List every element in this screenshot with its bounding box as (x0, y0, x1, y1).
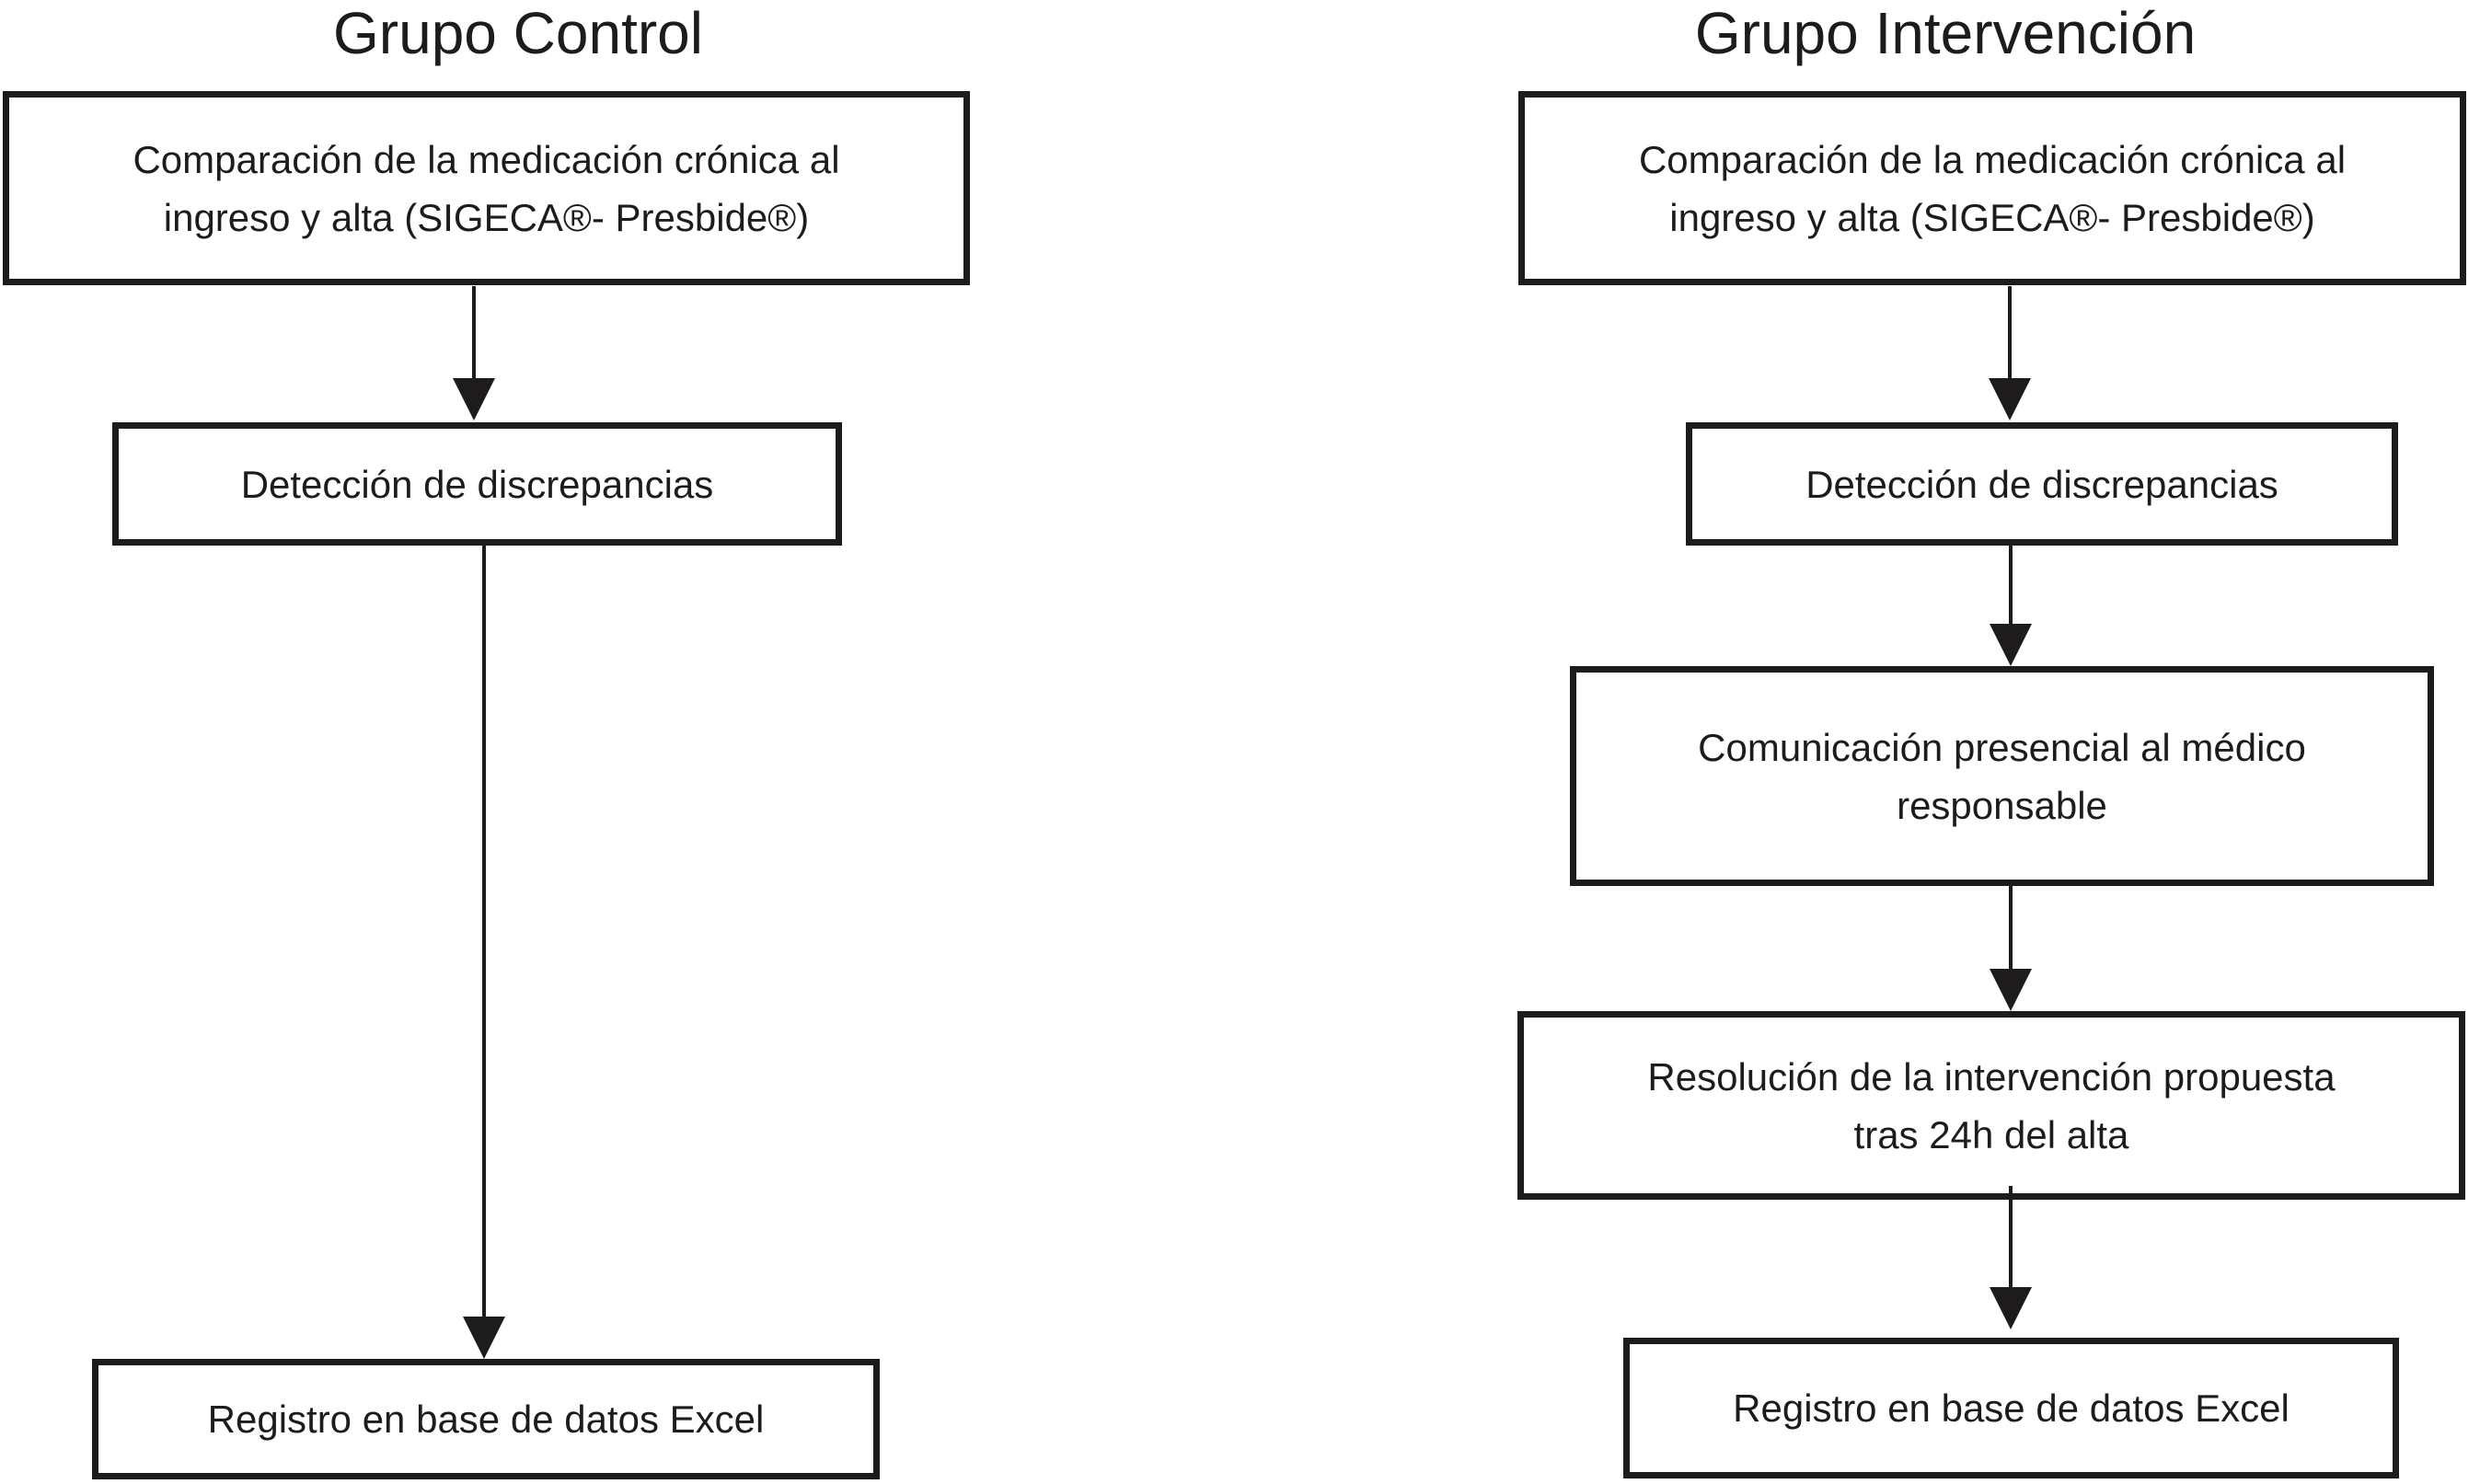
control-box-comparacion: Comparación de la medicación crónica al … (3, 91, 970, 285)
intervention-box-deteccion-label: Detección de discrepancias (1805, 462, 2278, 506)
intervention-box-registro: Registro en base de datos Excel (1623, 1338, 2399, 1478)
control-arrow-comparacion-to-deteccion (453, 286, 495, 420)
intervention-box-comparacion: Comparación de la medicación crónica al … (1518, 91, 2466, 285)
arrowhead-down-icon (453, 378, 495, 420)
intervention-arrow-comparacion-to-deteccion (1989, 286, 2031, 420)
control-box-comparacion-label: Comparación de la medicación crónica al … (133, 137, 840, 239)
intervention-arrow-deteccion-to-comunicacion (1990, 546, 2032, 666)
intervention-box-comunicacion: Comunicación presencial al médico respon… (1570, 666, 2434, 886)
control-box-registro-label: Registro en base de datos Excel (207, 1398, 765, 1441)
intervention-box-resolucion-label: Resolución de la intervención propuesta … (1647, 1054, 2336, 1156)
intervention-box-comunicacion-label: Comunicación presencial al médico respon… (1698, 725, 2306, 827)
intervention-box-resolucion: Resolución de la intervención propuesta … (1517, 1011, 2465, 1200)
intervention-box-registro-label: Registro en base de datos Excel (1733, 1386, 2290, 1430)
arrowhead-down-icon (1990, 1287, 2032, 1329)
arrow-shaft (472, 286, 476, 378)
control-box-deteccion-label: Detección de discrepancias (240, 462, 714, 506)
arrowhead-down-icon (1990, 624, 2032, 666)
intervention-box-comparacion-label: Comparación de la medicación crónica al … (1638, 137, 2347, 239)
control-box-registro: Registro en base de datos Excel (92, 1359, 880, 1479)
arrowhead-down-icon (1990, 969, 2032, 1011)
intervention-column-title: Grupo Intervención (1694, 0, 2197, 66)
arrow-shaft (2008, 286, 2012, 378)
arrow-shaft (2009, 1186, 2013, 1287)
arrow-shaft (2009, 886, 2013, 969)
intervention-arrow-resolucion-to-registro (1990, 1186, 2032, 1329)
control-column-title: Grupo Control (333, 0, 703, 66)
control-arrow-deteccion-to-registro (463, 546, 505, 1359)
arrow-shaft (482, 546, 486, 1317)
intervention-arrow-comunicacion-to-resolucion (1990, 886, 2032, 1011)
arrow-shaft (2009, 546, 2013, 624)
control-box-deteccion: Detección de discrepancias (112, 422, 842, 546)
intervention-box-deteccion: Detección de discrepancias (1686, 422, 2398, 546)
arrowhead-down-icon (463, 1317, 505, 1359)
arrowhead-down-icon (1989, 378, 2031, 420)
